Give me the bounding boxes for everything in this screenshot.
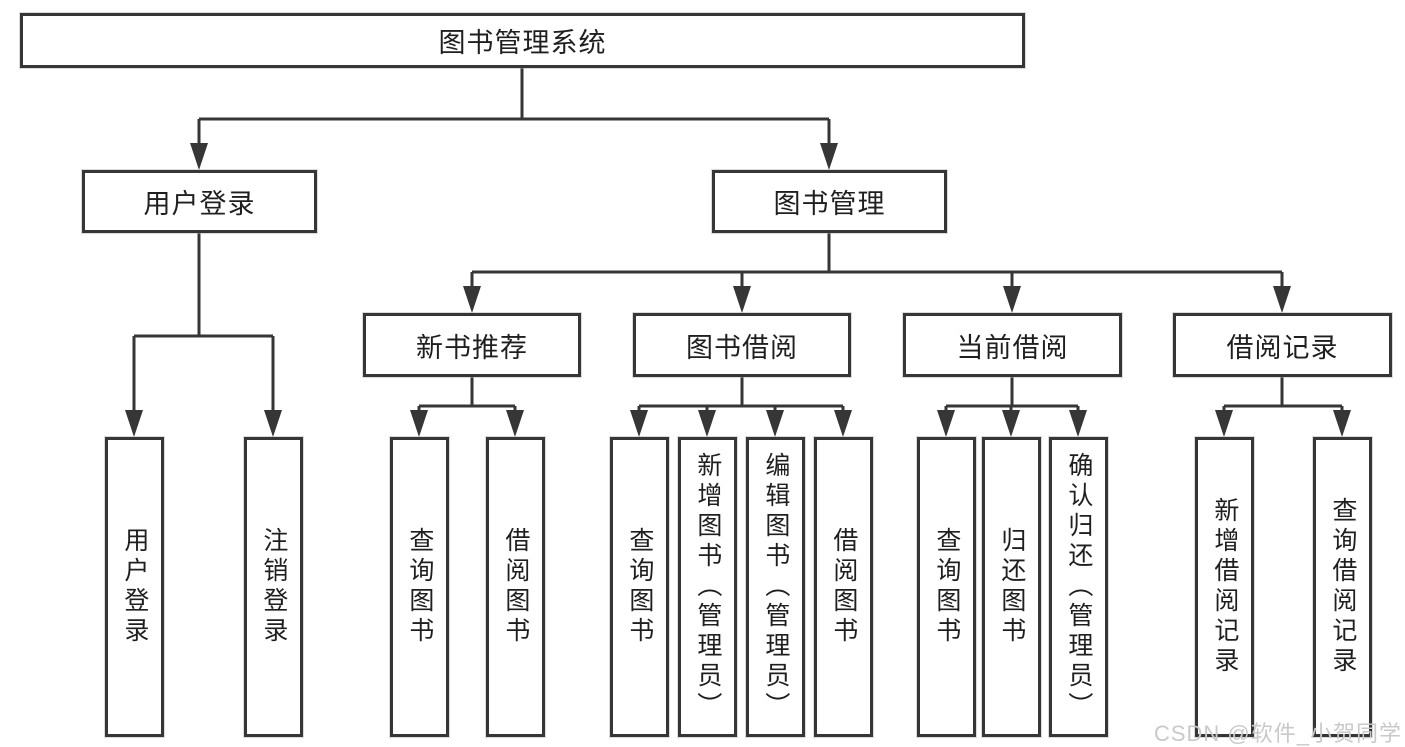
leaf-label: 借阅图书: [501, 527, 530, 647]
leaf-label: 编辑图书（管理员）: [761, 452, 790, 722]
leaf-label: 新增借阅记录: [1210, 497, 1239, 677]
leaf-label: 借阅图书: [829, 527, 858, 647]
watermark: CSDN @软件_小贺同学: [1153, 721, 1402, 746]
leaf-label: 注销登录: [259, 527, 288, 647]
leaf-logout: 注销登录: [244, 437, 303, 737]
leaf-edit-books-admin: 编辑图书（管理员）: [746, 437, 805, 737]
leaf-query-books-current: 查询图书: [917, 437, 976, 737]
leaf-borrow-books-recommend: 借阅图书: [486, 437, 545, 737]
node-user-login: 用户登录: [82, 170, 317, 233]
node-label: 用户登录: [143, 189, 256, 219]
node-label: 图书借阅: [686, 332, 798, 363]
leaf-label: 用户登录: [120, 527, 149, 647]
leaf-query-books-recommend: 查询图书: [390, 437, 449, 737]
node-library-management-system: 图书管理系统: [20, 13, 1025, 68]
node-label: 当前借阅: [956, 332, 1069, 363]
node-borrow-records: 借阅记录: [1173, 313, 1392, 377]
leaf-label: 查询借阅记录: [1328, 497, 1357, 677]
leaf-user-login: 用户登录: [105, 437, 164, 737]
node-label: 新书推荐: [416, 332, 528, 363]
leaf-label: 确认归还（管理员）: [1064, 452, 1093, 722]
leaf-query-books-borrow: 查询图书: [610, 437, 669, 737]
node-current-borrow: 当前借阅: [903, 313, 1122, 377]
node-label: 借阅记录: [1226, 332, 1339, 363]
leaf-query-borrow-record: 查询借阅记录: [1313, 437, 1372, 737]
node-label: 图书管理系统: [438, 28, 607, 58]
leaf-label: 归还图书: [997, 527, 1026, 647]
leaf-return-books: 归还图书: [982, 437, 1041, 737]
leaf-confirm-return-admin: 确认归还（管理员）: [1049, 437, 1108, 737]
leaf-add-books-admin: 新增图书（管理员）: [678, 437, 737, 737]
leaf-label: 新增图书（管理员）: [693, 452, 722, 722]
leaf-add-borrow-record: 新增借阅记录: [1195, 437, 1254, 737]
leaf-label: 查询图书: [625, 527, 654, 647]
leaf-borrow-books: 借阅图书: [814, 437, 873, 737]
leaf-label: 查询图书: [405, 527, 434, 647]
leaf-label: 查询图书: [932, 527, 961, 647]
node-label: 图书管理: [773, 189, 886, 219]
tree-edges: [132, 68, 1344, 414]
node-book-management: 图书管理: [712, 170, 947, 233]
node-book-borrow: 图书借阅: [633, 313, 851, 377]
node-new-book-recommend: 新书推荐: [363, 313, 581, 377]
arrowhead-icons: [125, 143, 1351, 437]
